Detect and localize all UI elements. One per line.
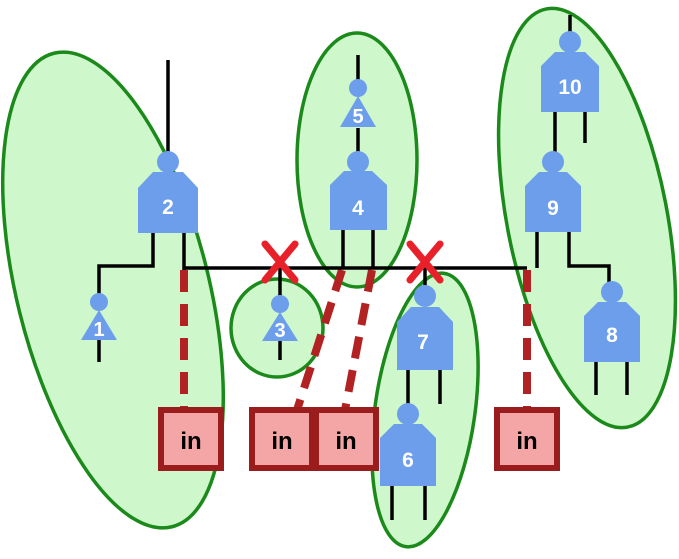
gate-8-body [584, 302, 640, 362]
gate-3-bubble [271, 295, 289, 313]
gate-5-label: 5 [352, 106, 363, 128]
input-box-d-rect [494, 407, 560, 471]
input-connections [180, 268, 531, 412]
gate-4-label: 4 [352, 197, 364, 220]
gate-10-body [541, 52, 599, 112]
gate-7-body [397, 307, 453, 370]
gate-3: 3 [262, 295, 298, 342]
wire-g9-in-right [567, 232, 611, 285]
gate-3-body [262, 312, 298, 341]
gate-8-bubble [601, 281, 623, 303]
gate-7-bubble [414, 285, 436, 307]
gate-1: 1 [81, 293, 117, 341]
wire-g2-in-left [97, 233, 155, 294]
input-box-c: in [313, 407, 379, 471]
cross-right-stroke-2 [406, 240, 444, 284]
gates: 1 2 3 5 4 7 [81, 31, 640, 486]
gate-1-body [81, 310, 117, 340]
input-box-a-label: in [180, 428, 201, 455]
gate-3-label: 3 [274, 320, 285, 342]
input-box-c-rect [313, 407, 379, 471]
gate-5-body [340, 96, 376, 127]
gate-9-label: 9 [547, 197, 559, 220]
gate-9-body [525, 172, 581, 232]
gate-7-label: 7 [417, 331, 429, 354]
input-box-b: in [249, 407, 315, 471]
input-box-a-rect [158, 407, 224, 471]
gate-4-bubble [347, 151, 369, 173]
gate-2-label: 2 [162, 196, 174, 219]
cluster-left [0, 50, 226, 530]
gate-10-label: 10 [558, 76, 581, 99]
cut-marker-left [261, 240, 299, 284]
gate-5-bubble [349, 79, 367, 97]
gate-6-label: 6 [402, 449, 414, 472]
gate-2-bubble [157, 151, 179, 173]
gate-4-body [330, 171, 387, 230]
gate-8: 8 [584, 281, 640, 362]
cut-markers [261, 240, 444, 284]
input-boxes: in in in in [158, 407, 560, 471]
input-box-a: in [158, 407, 224, 471]
gate-7: 7 [397, 285, 453, 370]
gate-8-label: 8 [606, 324, 618, 347]
input-box-b-rect [249, 407, 315, 471]
input-box-b-label: in [271, 428, 292, 455]
gate-1-bubble [90, 293, 108, 311]
cut-line-c [341, 269, 376, 411]
gate-2: 2 [138, 151, 198, 233]
gate-9: 9 [525, 151, 581, 232]
gate-1-label: 1 [93, 319, 104, 341]
gate-6: 6 [380, 403, 436, 486]
gate-6-bubble [397, 403, 419, 425]
input-box-d: in [494, 407, 560, 471]
gate-6-body [380, 424, 436, 486]
gate-10-bubble [559, 31, 581, 53]
input-box-d-label: in [516, 428, 537, 455]
cross-left-stroke-2 [261, 240, 299, 284]
gate-4: 4 [330, 151, 387, 230]
input-box-c-label: in [335, 428, 356, 455]
gate-5: 5 [340, 79, 376, 128]
gate-9-bubble [542, 151, 564, 173]
cut-line-b [293, 268, 346, 412]
cut-marker-right [406, 240, 444, 284]
gate-2-body [138, 172, 198, 233]
gate-10: 10 [541, 31, 599, 112]
